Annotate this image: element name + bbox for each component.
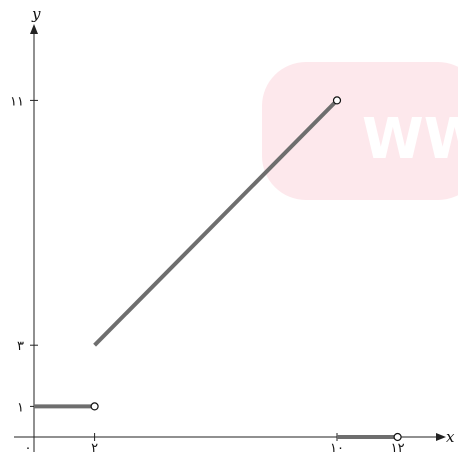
x-axis-arrow xyxy=(436,433,446,441)
x-tick-label: ۲ xyxy=(91,441,98,456)
x-axis-label: x xyxy=(446,428,455,446)
x-tick-label: ۰ xyxy=(25,441,32,456)
y-axis-label: y xyxy=(31,5,41,23)
x-tick-label: ۱۰ xyxy=(330,441,344,456)
open-endpoint xyxy=(90,402,99,411)
y-tick-label: ۱ xyxy=(17,400,24,415)
series-group xyxy=(34,96,402,442)
watermark: WW xyxy=(262,62,458,200)
watermark-text: WW xyxy=(362,107,458,172)
x-tick-label: ۱۲ xyxy=(391,441,405,456)
y-tick-label: ۳ xyxy=(17,339,24,354)
open-endpoint xyxy=(393,432,402,442)
y-axis-arrow xyxy=(30,24,38,34)
series-line xyxy=(93,98,339,347)
axis-labels: y x xyxy=(31,5,455,446)
y-tick-label: ۱۱ xyxy=(10,94,24,109)
axes: ۰ ۲ ۱۰ ۱۲ ۱ ۳ ۱۱ xyxy=(10,24,446,456)
open-endpoint xyxy=(332,96,342,105)
watermark-shape xyxy=(262,62,458,200)
